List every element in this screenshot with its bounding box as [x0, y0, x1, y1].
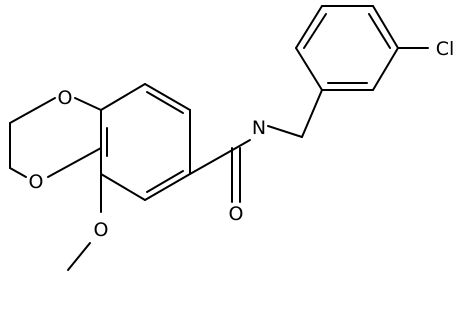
bond: [9, 97, 56, 124]
atom-n-amide: N: [252, 117, 266, 139]
bond: [47, 147, 102, 178]
bond: [100, 83, 146, 111]
bond: [189, 147, 237, 175]
bond: [144, 83, 191, 111]
bond: [372, 5, 399, 49]
atom-o-ring-bottom: O: [29, 171, 44, 193]
bond: [303, 13, 327, 49]
bond: [67, 242, 91, 271]
bond: [9, 167, 27, 178]
bond: [372, 47, 399, 91]
bond: [144, 173, 191, 201]
bond: [295, 5, 323, 49]
bond: [146, 170, 184, 193]
bond: [74, 97, 102, 111]
atom-o-carbonyl: O: [229, 203, 244, 225]
bond: [368, 13, 391, 49]
bond: [295, 47, 323, 91]
bond: [235, 139, 251, 149]
bond: [146, 91, 184, 114]
bond: [301, 89, 323, 138]
bond: [267, 125, 303, 138]
atom-o-methoxy: O: [94, 219, 109, 241]
bond: [100, 173, 146, 201]
atom-o-ring-top: O: [58, 87, 73, 109]
atom-cl: Cl: [436, 38, 455, 60]
